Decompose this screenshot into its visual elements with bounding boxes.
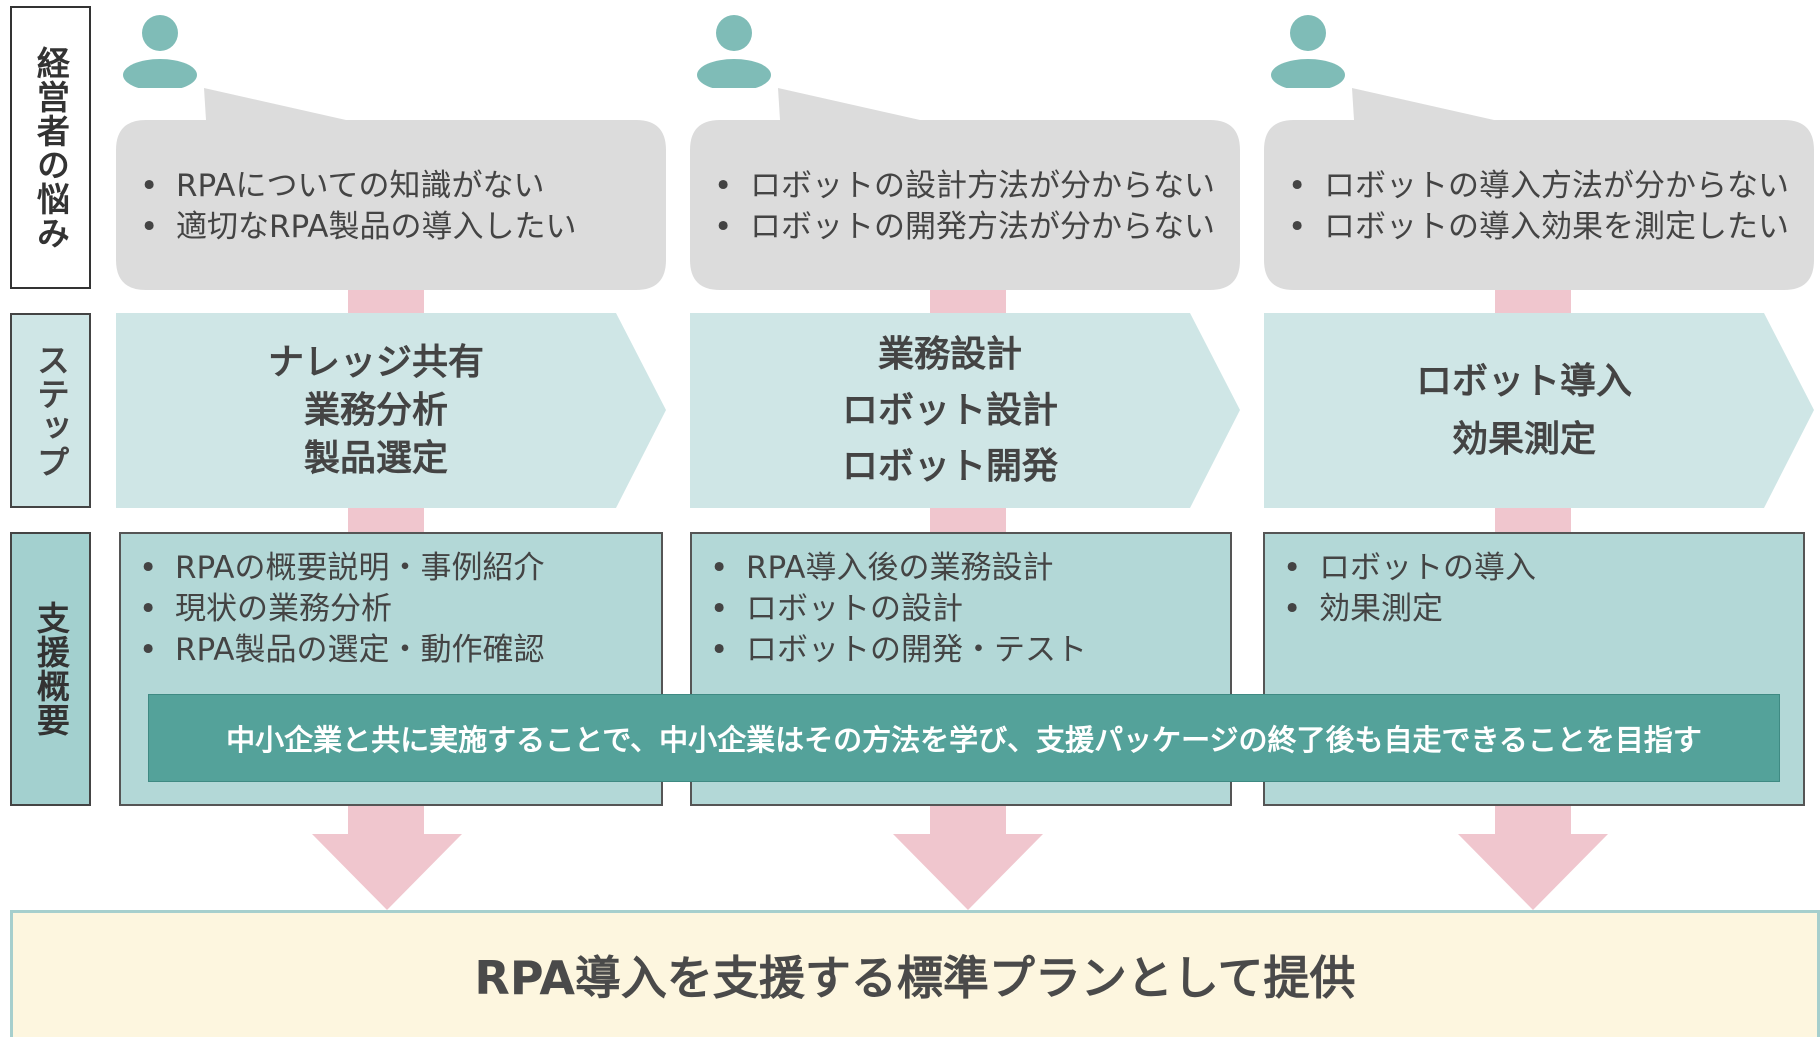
step-line: ロボット設計 bbox=[841, 389, 1058, 431]
concern-item: ロボットの導入効果を測定したい bbox=[1284, 207, 1814, 248]
row-label-support: 支援概要 bbox=[10, 532, 91, 806]
concern-item: 適切なRPA製品の導入したい bbox=[136, 207, 656, 248]
down-arrow-icon bbox=[1458, 834, 1608, 910]
user-icon bbox=[697, 15, 771, 88]
row-label-concerns: 経営者の悩み bbox=[10, 6, 91, 289]
support-item: RPA導入後の業務設計 bbox=[706, 548, 1230, 589]
concerns-list-3: ロボットの導入方法が分からない ロボットの導入効果を測定したい bbox=[1284, 166, 1814, 248]
support-item: RPA製品の選定・動作確認 bbox=[135, 630, 661, 671]
goal-banner-text: 中小企業と共に実施することで、中小企業はその方法を学び、支援パッケージの終了後も… bbox=[226, 723, 1702, 757]
support-item: ロボットの開発・テスト bbox=[706, 630, 1230, 671]
step-line: 製品選定 bbox=[303, 437, 448, 479]
standard-plan-text: RPA導入を支援する標準プランとして提供 bbox=[474, 951, 1356, 1005]
row-label-support-text: 支援概要 bbox=[31, 601, 71, 737]
user-icon bbox=[1271, 15, 1345, 88]
concerns-list-1: RPAについての知識がない 適切なRPA製品の導入したい bbox=[136, 166, 656, 248]
goal-banner: 中小企業と共に実施することで、中小企業はその方法を学び、支援パッケージの終了後も… bbox=[148, 694, 1780, 782]
down-arrow-icon bbox=[893, 834, 1043, 910]
concern-item: ロボットの設計方法が分からない bbox=[710, 166, 1230, 207]
step-chevron-2 bbox=[690, 313, 1240, 508]
step-chevron-3 bbox=[1264, 313, 1814, 508]
row-label-concerns-text: 経営者の悩み bbox=[31, 45, 71, 250]
support-item: 効果測定 bbox=[1279, 589, 1803, 630]
concerns-list-2: ロボットの設計方法が分からない ロボットの開発方法が分からない bbox=[710, 166, 1230, 248]
support-item: 現状の業務分析 bbox=[135, 589, 661, 630]
user-icon bbox=[123, 15, 197, 88]
row-label-steps-text: ステップ bbox=[31, 342, 71, 479]
step-label-2: 業務設計 ロボット設計 ロボット開発 bbox=[690, 313, 1210, 508]
step-line: 業務分析 bbox=[303, 389, 448, 431]
standard-plan-box: RPA導入を支援する標準プランとして提供 bbox=[10, 910, 1820, 1037]
row-label-steps: ステップ bbox=[10, 313, 91, 508]
down-arrow-icon bbox=[312, 834, 462, 910]
support-item: ロボットの設計 bbox=[706, 589, 1230, 630]
step-line: ロボット開発 bbox=[841, 445, 1058, 487]
step-line: 業務設計 bbox=[877, 333, 1022, 375]
step-line: ロボット導入 bbox=[1415, 360, 1632, 402]
concern-item: ロボットの開発方法が分からない bbox=[710, 207, 1230, 248]
concern-item: RPAについての知識がない bbox=[136, 166, 656, 207]
support-item: ロボットの導入 bbox=[1279, 548, 1803, 589]
concern-item: ロボットの導入方法が分からない bbox=[1284, 166, 1814, 207]
step-label-3: ロボット導入 効果測定 bbox=[1264, 313, 1784, 508]
step-line: 効果測定 bbox=[1451, 418, 1596, 460]
support-item: RPAの概要説明・事例紹介 bbox=[135, 548, 661, 589]
step-label-1: ナレッジ共有 業務分析 製品選定 bbox=[116, 313, 636, 508]
step-chevron-1 bbox=[116, 313, 666, 508]
step-line: ナレッジ共有 bbox=[267, 341, 484, 383]
